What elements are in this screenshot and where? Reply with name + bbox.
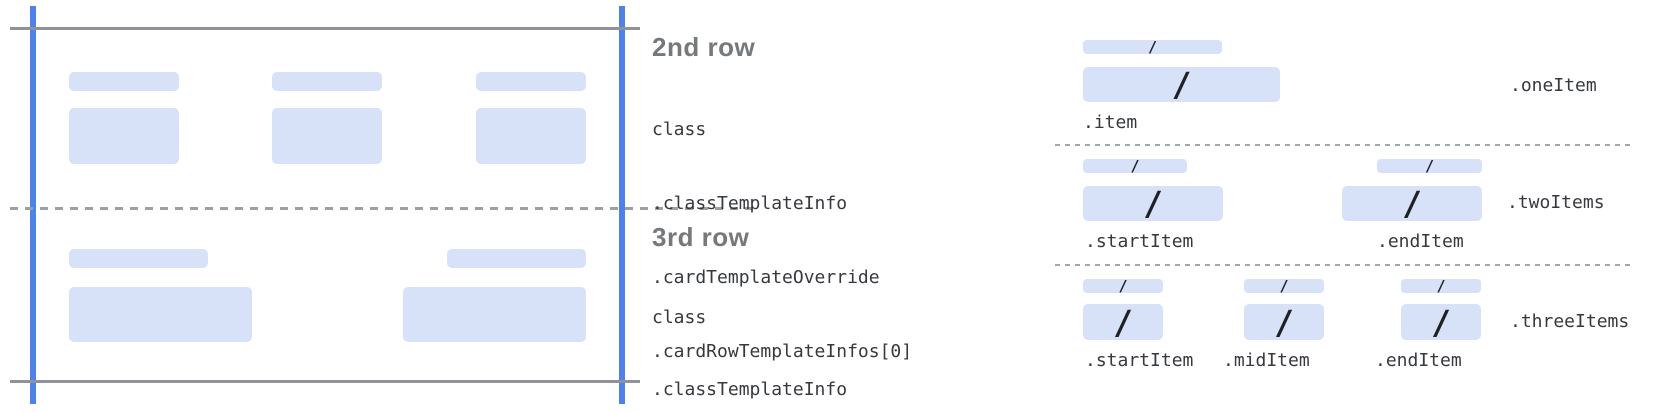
code-line: class [652,119,707,140]
placeholder-value-block [69,287,252,342]
second-row-code-path: class .classTemplateInfo .cardTemplateOv… [652,72,912,410]
slash-glyph: / [1436,277,1446,295]
code-line: .classTemplateInfo [652,379,848,400]
placeholder-label-block [69,249,208,268]
mid-item-field-label: .midItem [1223,350,1310,371]
slash-glyph: / [1113,302,1133,342]
slash-glyph: / [1431,302,1451,342]
one-item-label: .oneItem [1510,75,1597,96]
item-label-bar: / [1083,38,1222,56]
second-row-title: 2nd row [652,32,756,62]
placeholder-label-block [69,72,179,91]
placeholder-label-block [272,72,382,91]
slash-glyph: / [1171,65,1192,104]
slash-glyph: / [1279,277,1289,295]
slash-glyph: / [1130,157,1140,175]
item-value-bar: / [1342,184,1482,223]
placeholder-value-block [403,287,586,342]
placeholder-value-block [476,108,586,164]
item-value-bar: / [1244,302,1324,342]
card-bottom-guide-line [10,380,640,383]
item-label-bar: / [1083,277,1163,295]
third-row-code-path: class .classTemplateInfo .cardTemplateOv… [652,261,912,412]
item-value-bar: / [1401,302,1481,342]
slash-glyph: / [1274,302,1294,342]
end-item-field-label: .endItem [1377,231,1464,252]
slash-glyph: / [1147,38,1158,56]
template-divider-dashed-line [1055,264,1630,266]
slash-glyph: / [1118,277,1128,295]
code-line: .cardTemplateOverride [652,267,880,288]
start-item-field-label: .startItem [1085,350,1194,371]
code-line: class [652,307,707,328]
code-line: .cardRowTemplateInfos[0] [652,341,913,362]
placeholder-label-block [476,72,586,91]
placeholder-value-block [272,108,382,164]
item-label-bar: / [1083,157,1187,175]
item-label-bar: / [1401,277,1481,295]
card-left-edge-guide-line [30,6,36,404]
two-items-label: .twoItems [1507,192,1605,213]
slash-glyph: / [1402,184,1422,223]
template-divider-dashed-line [1055,144,1630,146]
placeholder-value-block [69,108,179,164]
item-label-bar: / [1244,277,1324,295]
item-value-bar: / [1083,302,1163,342]
start-item-field-label: .startItem [1085,231,1194,252]
placeholder-label-block [447,249,586,268]
row-divider-dashed-line [10,207,758,210]
three-items-label: .threeItems [1510,311,1630,332]
card-top-guide-line [10,27,640,30]
item-field-label: .item [1083,112,1138,133]
slash-glyph: / [1424,157,1435,175]
item-label-bar: / [1377,157,1482,175]
card-right-edge-guide-line [619,6,625,404]
code-line: .classTemplateInfo [652,193,848,214]
item-value-bar: / [1083,65,1280,104]
slash-glyph: / [1143,184,1163,223]
end-item-field-label: .endItem [1375,350,1462,371]
third-row-title: 3rd row [652,222,750,252]
item-value-bar: / [1083,184,1223,223]
